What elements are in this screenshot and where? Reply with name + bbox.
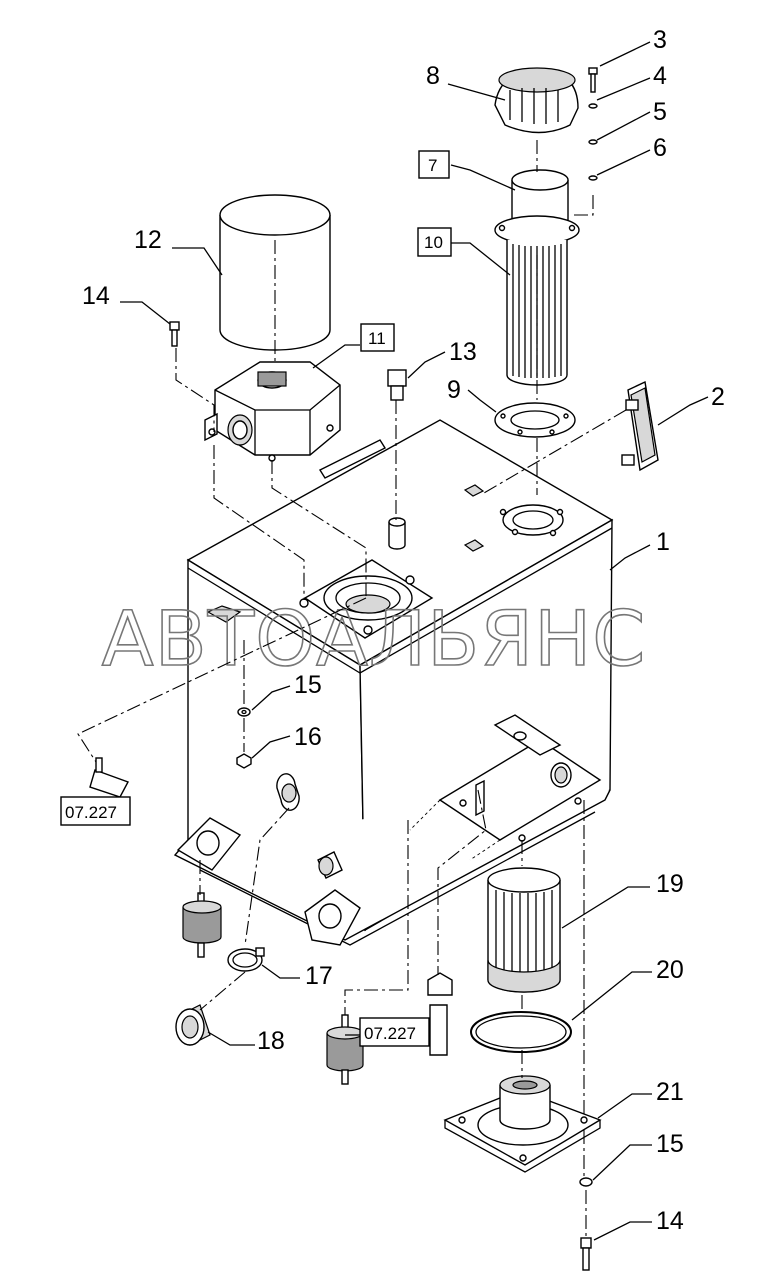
callout-5: 5 bbox=[653, 98, 667, 126]
callout-box-10 bbox=[417, 227, 452, 257]
callout-box-ref-left bbox=[60, 796, 131, 826]
suction-filter-assembly bbox=[494, 67, 598, 438]
callout-box-7 bbox=[418, 150, 450, 179]
washer-and-nut bbox=[236, 707, 252, 769]
callout-10: 10 bbox=[424, 233, 443, 252]
callout-12: 12 bbox=[134, 226, 162, 254]
callout-13: 13 bbox=[449, 338, 477, 366]
external-reference-part bbox=[89, 757, 129, 798]
callout-9: 9 bbox=[447, 376, 461, 404]
leader-lines bbox=[120, 41, 709, 1241]
return-filter-assembly bbox=[169, 194, 341, 462]
lower-filter-assembly bbox=[326, 867, 602, 1271]
level-gauge-and-fittings bbox=[387, 369, 659, 550]
callout-3: 3 bbox=[653, 26, 667, 54]
callout-6: 6 bbox=[653, 134, 667, 162]
callout-16: 16 bbox=[294, 723, 322, 751]
callout-box-11 bbox=[360, 323, 395, 352]
callout-21: 21 bbox=[656, 1078, 684, 1106]
callout-7: 7 bbox=[428, 156, 437, 175]
watermark-text: АВТОАЛЬЯНС bbox=[102, 594, 647, 683]
callout-20: 20 bbox=[656, 956, 684, 984]
callout-14-bottom: 14 bbox=[656, 1207, 684, 1235]
callout-18: 18 bbox=[257, 1027, 285, 1055]
assembly-lines bbox=[77, 140, 627, 1236]
callout-box-ref-bottom bbox=[359, 1017, 430, 1047]
callout-15-mid: 15 bbox=[294, 671, 322, 699]
callout-11: 11 bbox=[368, 329, 386, 348]
callout-14-top: 14 bbox=[82, 282, 110, 310]
reference-left: 07.227 bbox=[65, 803, 117, 822]
callout-17: 17 bbox=[305, 962, 333, 990]
lower-left-parts bbox=[175, 892, 265, 1046]
callout-19: 19 bbox=[656, 870, 684, 898]
callout-1: 1 bbox=[656, 528, 670, 556]
reference-bottom: 07.227 bbox=[364, 1024, 416, 1043]
callout-2: 2 bbox=[711, 383, 725, 411]
callout-4: 4 bbox=[653, 62, 667, 90]
hydraulic-tank bbox=[173, 419, 614, 946]
callout-15-bottom: 15 bbox=[656, 1130, 684, 1158]
callout-8: 8 bbox=[426, 62, 440, 90]
